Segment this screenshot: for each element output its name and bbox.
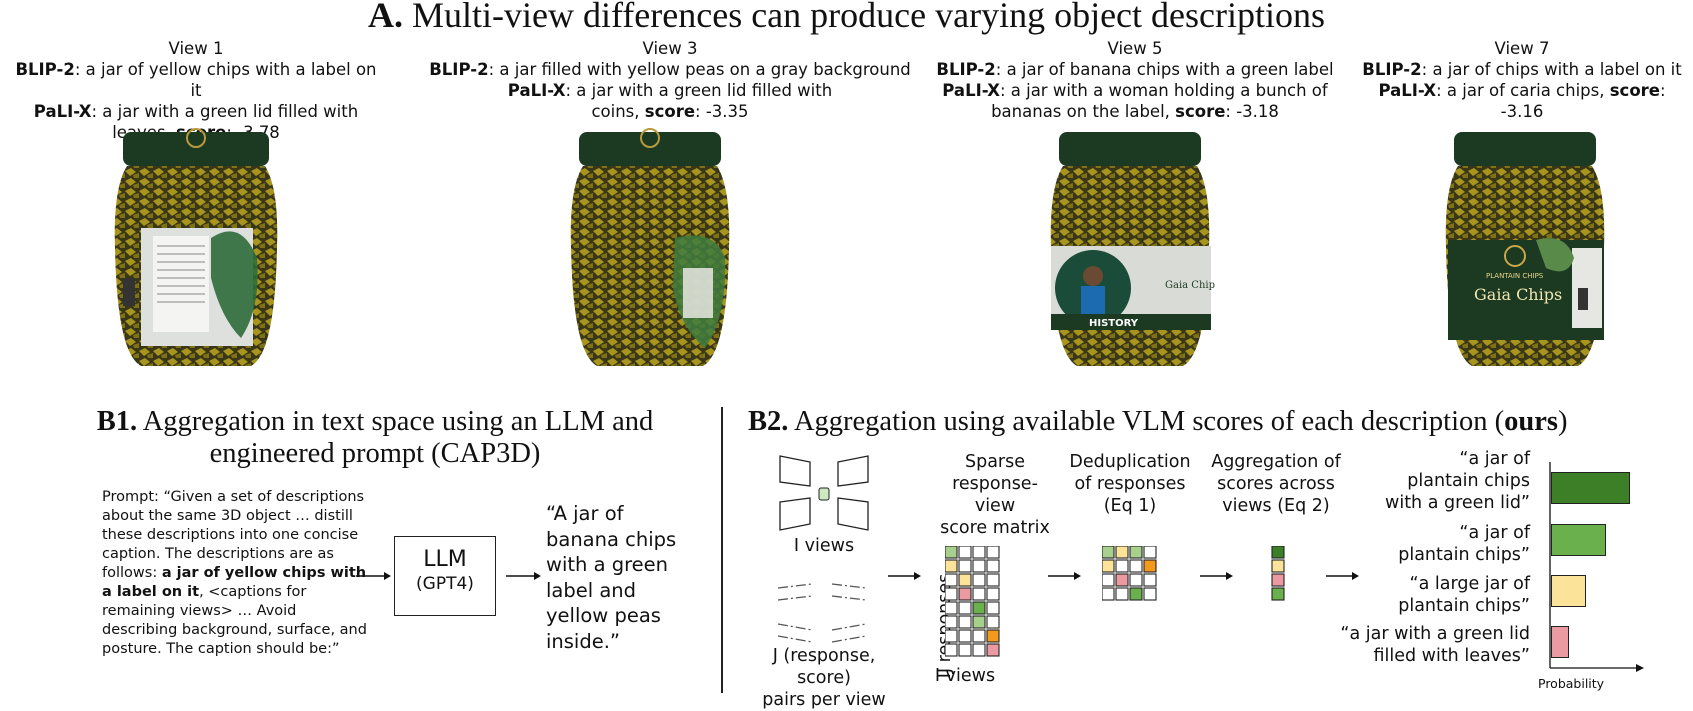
aggregated-scores-vector [1271,546,1285,601]
arrow-llm-to-output [506,572,541,580]
probability-axis-label: Probability [1538,676,1605,691]
response-pairs-icon [777,583,867,643]
prob-bar-2 [1551,524,1606,556]
section-divider [721,407,723,693]
i-views-label: I views [793,536,855,556]
arrow-to-aggregation [1200,572,1233,580]
arrow-prompt-to-llm [356,572,391,580]
j-pairs-label: J (response, score)pairs per view [762,646,886,710]
probability-axes [1549,462,1644,672]
title-a: A. Multi-view differences can produce va… [367,0,1326,35]
arrow-to-dedup [1048,572,1081,580]
llm-box: LLM (GPT4) [394,536,496,616]
jar-view-3-image [570,128,730,366]
prob-bar-4 [1551,626,1569,658]
svg-text:Gaia Chips: Gaia Chips [1165,280,1215,291]
view-3-caption: View 3 BLIP-2: a jar filled with yellow … [429,39,911,121]
dedup-matrix [1102,546,1157,601]
jar-view-5-image: HISTORY Gaia Chips [1050,132,1215,366]
llm-output-caption: “A jar of banana chips with a green labe… [546,502,677,653]
svg-text:PLANTAIN CHIPS: PLANTAIN CHIPS [1486,272,1544,280]
view-7-caption: View 7 BLIP-2: a jar of chips with a lab… [1362,39,1682,121]
prob-bar-1 [1551,472,1630,504]
jar-view-1-image [114,128,278,366]
views-diagram-icon [779,455,869,531]
i-views-bottom-label: I views [934,666,996,686]
view-5-caption: View 5 BLIP-2: a jar of banana chips wit… [936,39,1334,121]
svg-text:HISTORY: HISTORY [1089,318,1139,329]
prob-bar-3 [1551,575,1586,607]
sparse-score-matrix [945,546,1000,657]
jar-view-7-image: PLANTAIN CHIPS Gaia Chips [1445,132,1605,366]
arrow-to-probabilities [1326,572,1359,580]
title-b2: B2. Aggregation using available VLM scor… [748,406,1568,437]
svg-text:Gaia Chips: Gaia Chips [1474,285,1562,304]
title-b1: B1. Aggregation in text space using an L… [96,406,654,469]
llm-prompt-text: Prompt: “Given a set of descriptions abo… [102,489,367,657]
arrow-to-sparse-matrix [888,572,921,580]
